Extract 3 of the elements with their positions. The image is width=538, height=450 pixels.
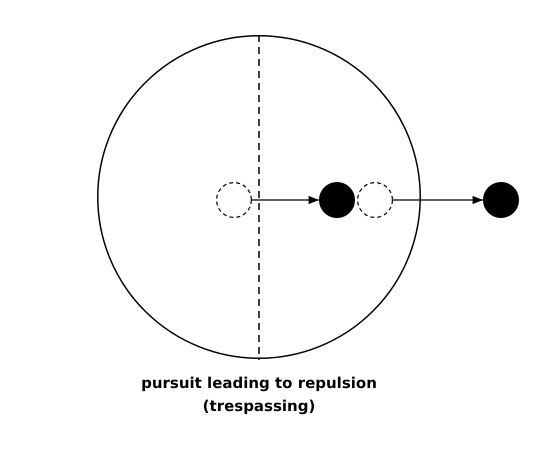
caption: pursuit leading to repulsion (trespassing) bbox=[140, 373, 378, 417]
arrow bbox=[252, 196, 319, 204]
arrow bbox=[393, 196, 483, 204]
